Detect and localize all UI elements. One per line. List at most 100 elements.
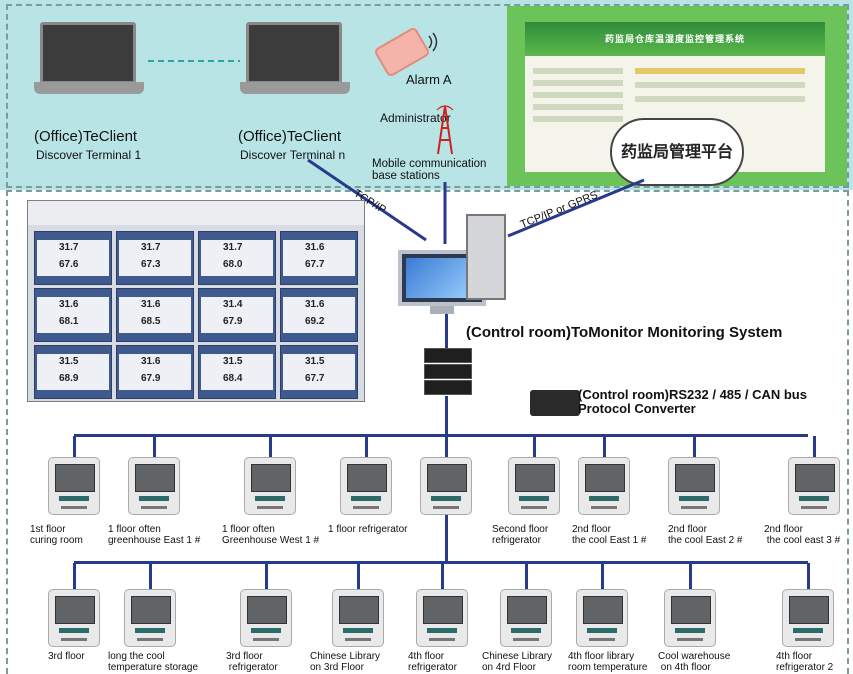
- device-location-label: 2nd floor the cool East 1 #: [572, 524, 647, 546]
- device-connector: [357, 563, 360, 589]
- tile-humidity: 68.0: [223, 259, 243, 270]
- tile-humidity: 68.4: [223, 373, 243, 384]
- tile-humidity: 67.3: [141, 259, 161, 270]
- device-connector: [153, 436, 156, 458]
- terminal-n-subtitle: Discover Terminal n: [240, 148, 346, 162]
- platform-cloud: [610, 118, 744, 186]
- tile-temperature: 31.6: [305, 299, 325, 310]
- device-location-label: 1 floor often greenhouse East 1 #: [108, 524, 201, 546]
- monitoring-terminal-device: [128, 457, 180, 515]
- sensor-tile: 31.7 68.0: [198, 231, 276, 285]
- web-platform-header: 药监局仓库温湿度监控管理系统: [525, 22, 825, 56]
- device-location-label: 4th floor refrigerator: [408, 651, 457, 673]
- device-connector: [807, 563, 810, 589]
- device-location-label: 3rd floor refrigerator: [226, 651, 278, 673]
- monitoring-terminal-device: [416, 589, 468, 647]
- monitoring-terminal-device: [576, 589, 628, 647]
- device-location-label: 4th floor library room temperature: [568, 651, 648, 673]
- sensor-tile: 31.7 67.3: [116, 231, 194, 285]
- protocol-converter-device: [530, 390, 580, 416]
- device-location-label: 1st floor curing room: [30, 524, 83, 546]
- tile-temperature: 31.5: [59, 356, 79, 367]
- monitoring-terminal-device: [420, 457, 472, 515]
- terminal-1-subtitle: Discover Terminal 1: [36, 148, 142, 162]
- monitoring-terminal-device: [244, 457, 296, 515]
- tile-temperature: 31.6: [141, 356, 161, 367]
- monitoring-terminal-device: [240, 589, 292, 647]
- tile-temperature: 31.6: [59, 299, 79, 310]
- monitoring-terminal-device: [788, 457, 840, 515]
- device-connector: [533, 436, 536, 458]
- tile-temperature: 31.4: [223, 299, 243, 310]
- device-connector: [73, 436, 76, 458]
- monitoring-terminal-device: [500, 589, 552, 647]
- terminal-1-title: (Office)TeClient: [34, 128, 138, 145]
- device-location-label: 1 floor refrigerator: [328, 524, 408, 535]
- tile-humidity: 67.6: [59, 259, 79, 270]
- monitoring-terminal-device: [48, 457, 100, 515]
- monitor-stand: [430, 306, 454, 314]
- device-connector: [73, 563, 76, 589]
- monitoring-terminal-device: [668, 457, 720, 515]
- tile-temperature: 31.5: [223, 356, 243, 367]
- sensor-tile: 31.5 67.7: [280, 345, 358, 399]
- device-connector: [813, 436, 816, 458]
- tile-humidity: 68.9: [59, 373, 79, 384]
- software-toolbar: [28, 201, 364, 225]
- monitoring-terminal-device: [578, 457, 630, 515]
- device-location-label: 2nd floor the cool east 3 #: [764, 524, 841, 546]
- tile-temperature: 31.7: [223, 242, 243, 253]
- base-station-label: Mobile communication base stations: [372, 158, 487, 182]
- control-zone-frame: [6, 190, 849, 674]
- device-connector: [525, 563, 528, 589]
- laptop-terminal-n: [240, 22, 350, 94]
- tile-temperature: 31.5: [305, 356, 325, 367]
- sensor-tile: 31.5 68.9: [34, 345, 112, 399]
- device-connector: [441, 563, 444, 589]
- sensor-tile: 31.6 68.1: [34, 288, 112, 342]
- device-location-label: Chinese Library on 4rd Floor: [482, 651, 553, 673]
- sensor-tile: 31.6 69.2: [280, 288, 358, 342]
- platform-cloud-label: 药监局管理平台: [620, 142, 733, 161]
- monitoring-terminal-device: [48, 589, 100, 647]
- device-location-label: 1 floor often Greenhouse West 1 #: [222, 524, 320, 546]
- sensor-tile: 31.5 68.4: [198, 345, 276, 399]
- monitoring-terminal-device: [332, 589, 384, 647]
- laptop-link-dashed: [148, 60, 240, 62]
- control-room-monitor: [398, 250, 486, 306]
- tile-humidity: 69.2: [305, 316, 325, 327]
- monitoring-terminal-device: [508, 457, 560, 515]
- tile-humidity: 67.7: [305, 373, 325, 384]
- device-location-label: Cool warehouse on 4th floor: [658, 651, 731, 673]
- tile-temperature: 31.6: [141, 299, 161, 310]
- tile-temperature: 31.7: [141, 242, 161, 253]
- device-connector: [445, 436, 448, 458]
- tile-humidity: 68.1: [59, 316, 79, 327]
- network-switch-stack: [424, 348, 472, 396]
- device-location-label: Chinese Library on 3rd Floor: [310, 651, 381, 673]
- device-location-label: 4th floor refrigerator 2: [776, 651, 834, 673]
- monitoring-terminal-device: [340, 457, 392, 515]
- monitoring-terminal-device: [124, 589, 176, 647]
- tile-humidity: 67.9: [141, 373, 161, 384]
- bus-row-1: [74, 434, 808, 437]
- device-connector: [365, 436, 368, 458]
- terminal-n-title: (Office)TeClient: [238, 128, 342, 145]
- office-zone-frame: [6, 4, 849, 188]
- device-connector: [265, 563, 268, 589]
- bus-row-2: [74, 561, 808, 564]
- device-connector: [693, 436, 696, 458]
- laptop-terminal-1: [34, 22, 144, 94]
- converter-label: (Control room)RS232 / 485 / CAN bus Prot…: [578, 387, 807, 416]
- sensor-tile: 31.7 67.6: [34, 231, 112, 285]
- tile-temperature: 31.7: [59, 242, 79, 253]
- device-connector: [601, 563, 604, 589]
- monitoring-terminal-device: [664, 589, 716, 647]
- device-connector: [269, 436, 272, 458]
- device-connector: [689, 563, 692, 589]
- device-location-label: 3rd floor: [48, 651, 85, 662]
